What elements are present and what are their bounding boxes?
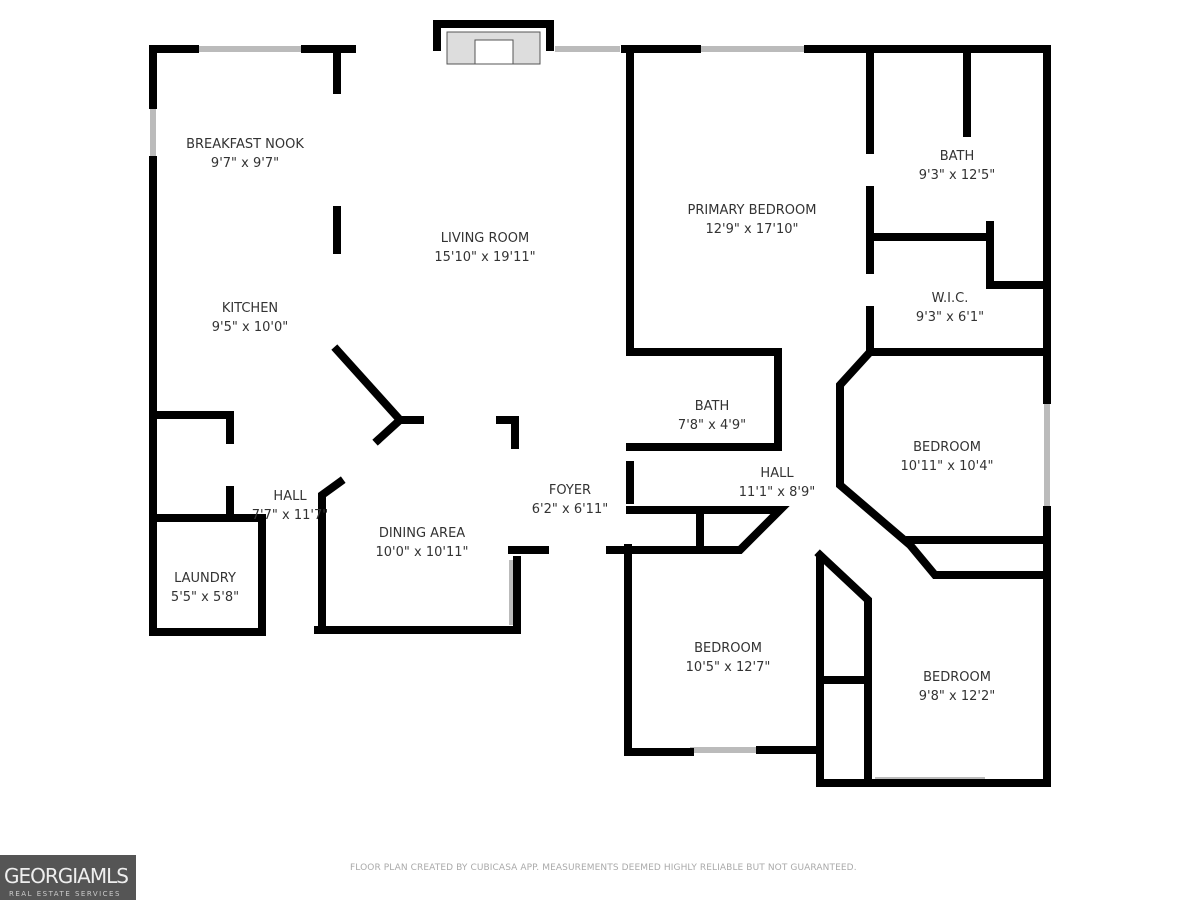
logo-subtext: REAL ESTATE SERVICES bbox=[9, 890, 121, 898]
fireplace bbox=[446, 31, 541, 65]
georgiamls-logo: GEORGIAMLS REAL ESTATE SERVICES bbox=[0, 855, 136, 900]
logo-text: GEORGIAMLS bbox=[4, 864, 129, 888]
walls bbox=[149, 20, 1051, 787]
room-wic: W.I.C.9'3" x 6'1" bbox=[915, 291, 985, 325]
disclaimer: FLOOR PLAN CREATED BY CUBICASA APP. MEAS… bbox=[350, 863, 857, 873]
